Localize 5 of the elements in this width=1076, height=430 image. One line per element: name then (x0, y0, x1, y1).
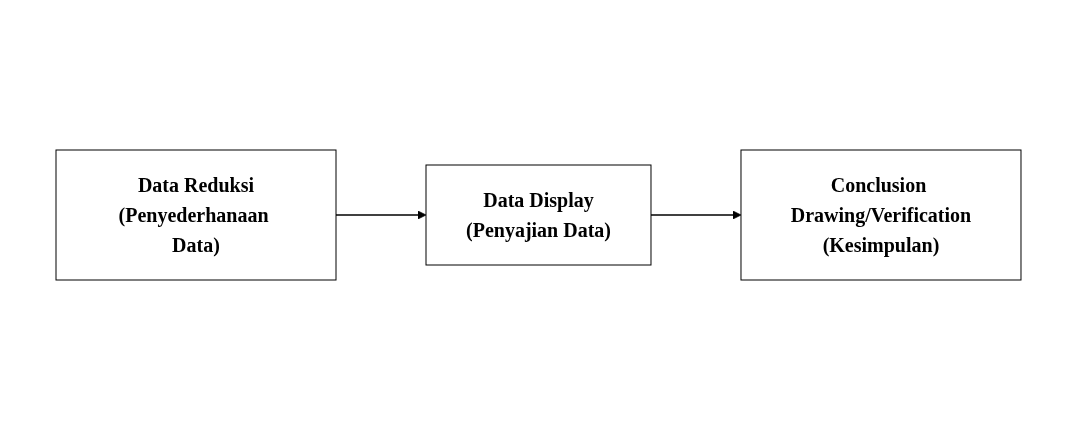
arrow (334, 210, 426, 220)
arrow (649, 210, 741, 220)
node-box: Conclusion Drawing/Verification (Kesimpulan) (740, 149, 1021, 281)
node-box: Data Reduksi (Penyederhanaan Data) (55, 149, 336, 281)
node-box: Data Display (Penyajian Data) (425, 164, 651, 266)
